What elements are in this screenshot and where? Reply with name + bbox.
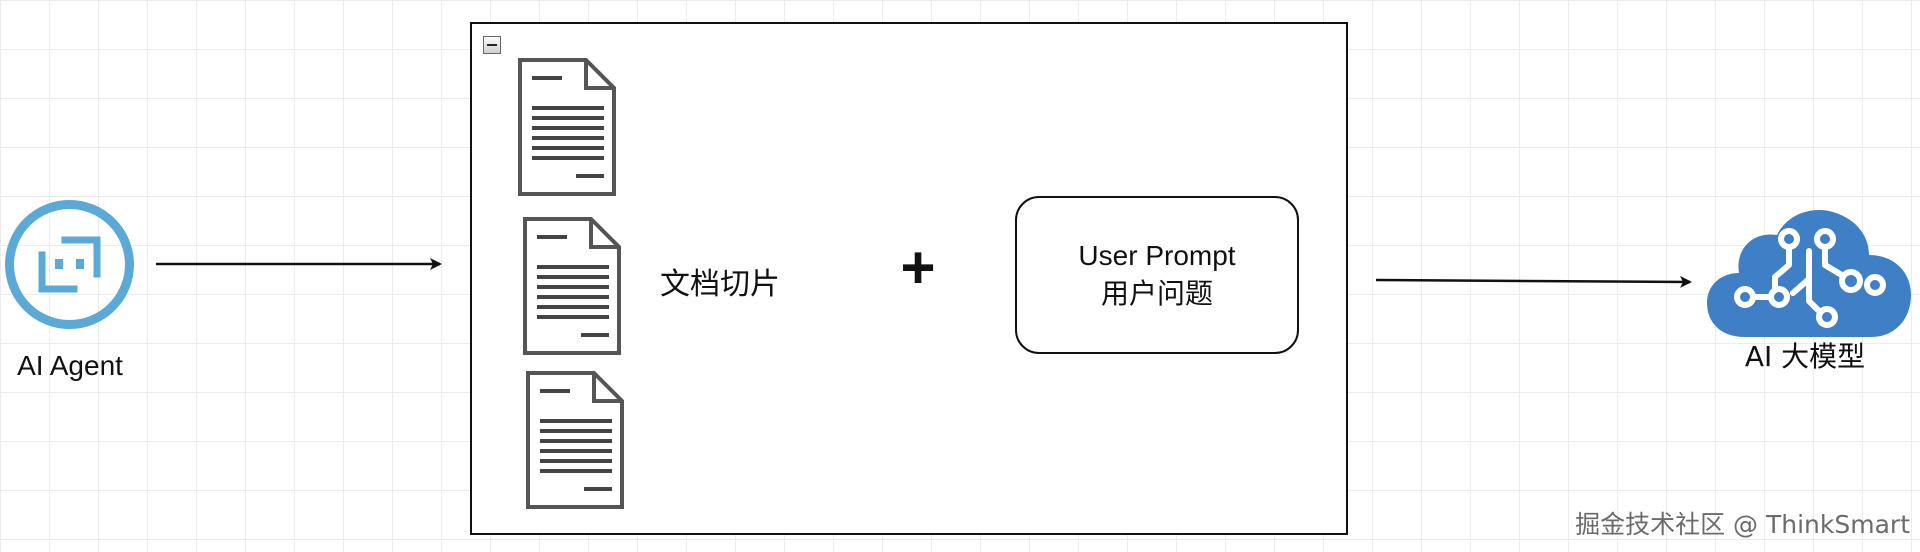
document-icon bbox=[516, 56, 618, 198]
user-question-label: 用户问题 bbox=[1100, 277, 1213, 310]
user-prompt-box[interactable]: User Prompt 用户问题 bbox=[1015, 196, 1299, 354]
document-icon bbox=[524, 369, 626, 511]
llm-label: AI 大模型 bbox=[1744, 340, 1866, 373]
watermark: 掘金技术社区 @ ThinkSmart bbox=[1575, 510, 1910, 539]
ai-agent-icon bbox=[2, 197, 137, 332]
plus-symbol: + bbox=[900, 234, 936, 301]
ai-cloud-brain-icon bbox=[1705, 205, 1913, 341]
user-prompt-label: User Prompt bbox=[1078, 240, 1236, 271]
collapse-minus-icon[interactable] bbox=[483, 36, 501, 54]
document-chunks-label: 文档切片 bbox=[660, 267, 780, 302]
arrow-container-to-llm bbox=[1375, 275, 1692, 288]
agent-label: AI Agent bbox=[17, 350, 123, 381]
document-icon bbox=[521, 215, 623, 357]
